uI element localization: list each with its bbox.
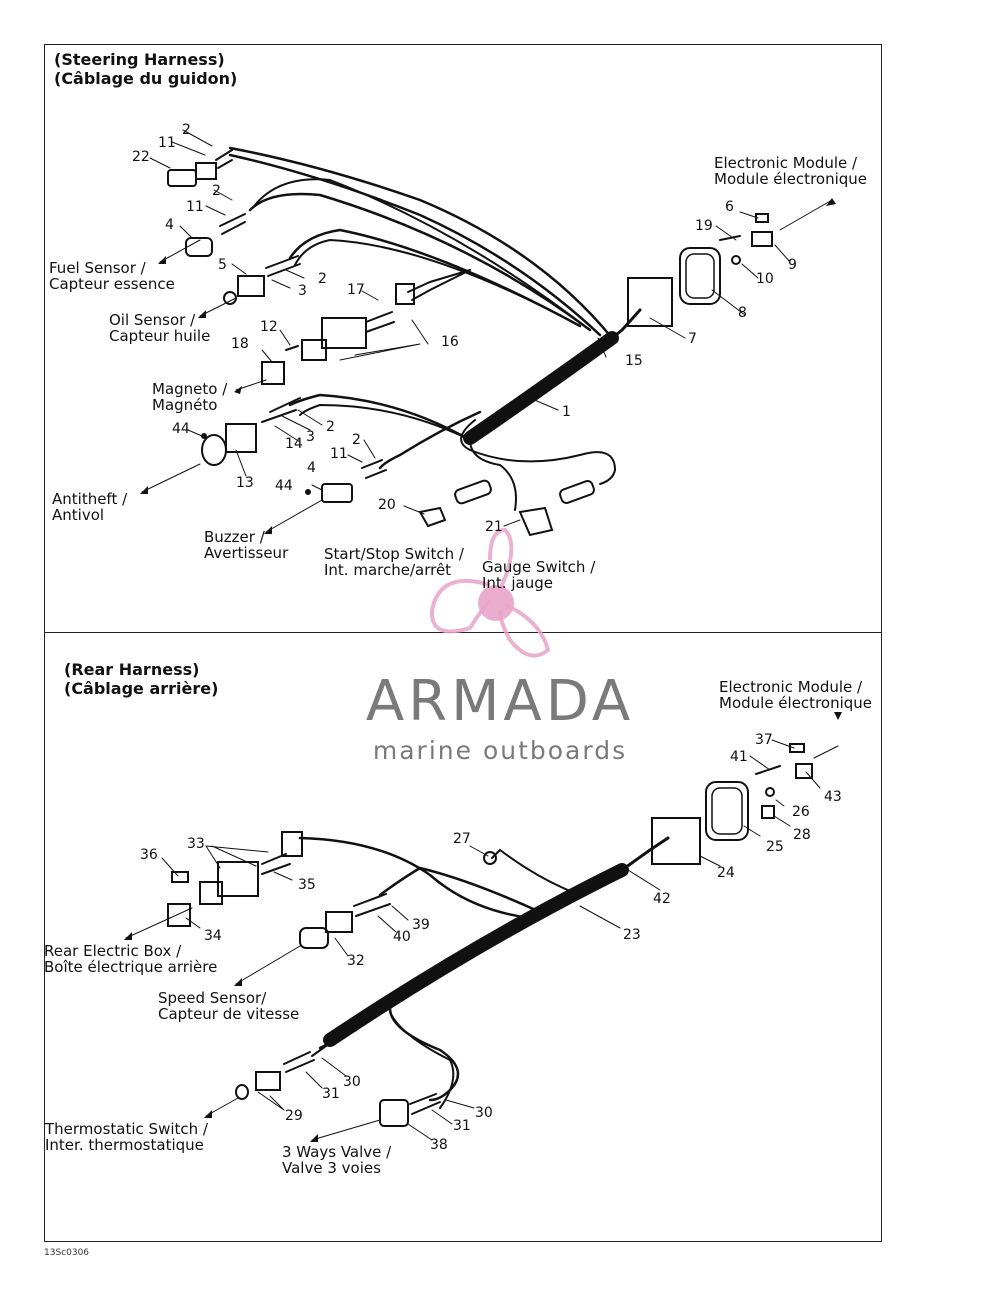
- part-number: 6: [725, 199, 734, 215]
- part-number: 1: [562, 404, 571, 420]
- label-oil-sensor: Oil Sensor /Capteur huile: [109, 311, 211, 345]
- part-number: 35: [298, 877, 316, 893]
- part-number: 31: [322, 1086, 340, 1102]
- label-antitheft: Antitheft /Antivol: [52, 490, 128, 524]
- part-number: 44: [172, 421, 190, 437]
- part-number: 2: [318, 271, 327, 287]
- part-number: 22: [132, 149, 150, 165]
- label-gauge-switch: Gauge Switch /Int. jauge: [482, 558, 596, 592]
- part-number: 37: [755, 732, 773, 748]
- label-magneto: Magneto /Magnéto: [152, 380, 228, 414]
- part-number: 2: [182, 122, 191, 138]
- section-divider: [44, 632, 882, 633]
- part-number: 28: [793, 827, 811, 843]
- part-number: 26: [792, 804, 810, 820]
- part-number: 12: [260, 319, 278, 335]
- part-number: 39: [412, 917, 430, 933]
- part-number: 18: [231, 336, 249, 352]
- main-loom-rear: [323, 863, 629, 1047]
- part-number: 31: [453, 1118, 471, 1134]
- label-speed-sensor: Speed Sensor/Capteur de vitesse: [158, 989, 300, 1023]
- label-thermostatic-switch: Thermostatic Switch /Inter. thermostatiq…: [45, 1120, 208, 1154]
- part-number: 10: [756, 271, 774, 287]
- part-number: 44: [275, 478, 293, 494]
- label-rear-electric-box: Rear Electric Box /Boîte électrique arri…: [44, 942, 218, 976]
- part-number: 20: [378, 497, 396, 513]
- part-number: 4: [165, 217, 174, 233]
- part-number: 2: [352, 432, 361, 448]
- label-fuel-sensor: Fuel Sensor /Capteur essence: [49, 259, 175, 293]
- part-number: 11: [158, 135, 176, 151]
- label-electronic-module-top: Electronic Module /Module électronique: [714, 154, 868, 188]
- part-number: 11: [330, 446, 348, 462]
- part-number: 23: [623, 927, 641, 943]
- part-number: 33: [187, 836, 205, 852]
- figure-id: 13Sc0306: [44, 1248, 90, 1258]
- part-number: 36: [140, 847, 158, 863]
- part-number: 42: [653, 891, 671, 907]
- part-number: 7: [688, 331, 697, 347]
- part-number: 41: [730, 749, 748, 765]
- part-number: 14: [285, 436, 303, 452]
- watermark-brand: ARMADA: [365, 669, 635, 734]
- part-number: 32: [347, 953, 365, 969]
- label-buzzer: Buzzer /Avertisseur: [204, 528, 289, 562]
- part-number: 4: [307, 460, 316, 476]
- part-number: 17: [347, 282, 365, 298]
- part-number: 34: [204, 928, 222, 944]
- watermark-tagline: marine outboards: [372, 736, 628, 765]
- label-start-stop-switch: Start/Stop Switch /Int. marche/arrêt: [324, 545, 464, 579]
- rear-title: (Rear Harness) (Câblage arrière): [64, 660, 219, 698]
- label-three-ways-valve: 3 Ways Valve /Valve 3 voies: [282, 1143, 392, 1177]
- armada-logo-hub: [478, 585, 514, 621]
- part-number: 21: [485, 519, 503, 535]
- steering-title: (Steering Harness) (Câblage du guidon): [54, 50, 238, 88]
- part-number: 19: [695, 218, 713, 234]
- part-number: 30: [343, 1074, 361, 1090]
- part-number: 40: [393, 929, 411, 945]
- part-number: 2: [326, 419, 335, 435]
- main-loom-steering: [463, 331, 619, 445]
- part-number: 2: [212, 183, 221, 199]
- diagram-frame: [44, 44, 882, 1242]
- part-number: 11: [186, 199, 204, 215]
- part-number: 16: [441, 334, 459, 350]
- part-number: 8: [738, 305, 747, 321]
- part-number: 15: [625, 353, 643, 369]
- part-number: 3: [306, 429, 315, 445]
- part-number: 25: [766, 839, 784, 855]
- part-number: 9: [788, 257, 797, 273]
- part-number: 24: [717, 865, 735, 881]
- part-number: 29: [285, 1108, 303, 1124]
- part-number: 43: [824, 789, 842, 805]
- part-number: 3: [298, 283, 307, 299]
- part-number: 30: [475, 1105, 493, 1121]
- part-number: 13: [236, 475, 254, 491]
- part-number: 5: [218, 257, 227, 273]
- part-number: 38: [430, 1137, 448, 1153]
- part-number: 27: [453, 831, 471, 847]
- label-electronic-module-rear: Electronic Module /Module électronique: [719, 678, 873, 712]
- armada-logo-propeller: [429, 527, 551, 658]
